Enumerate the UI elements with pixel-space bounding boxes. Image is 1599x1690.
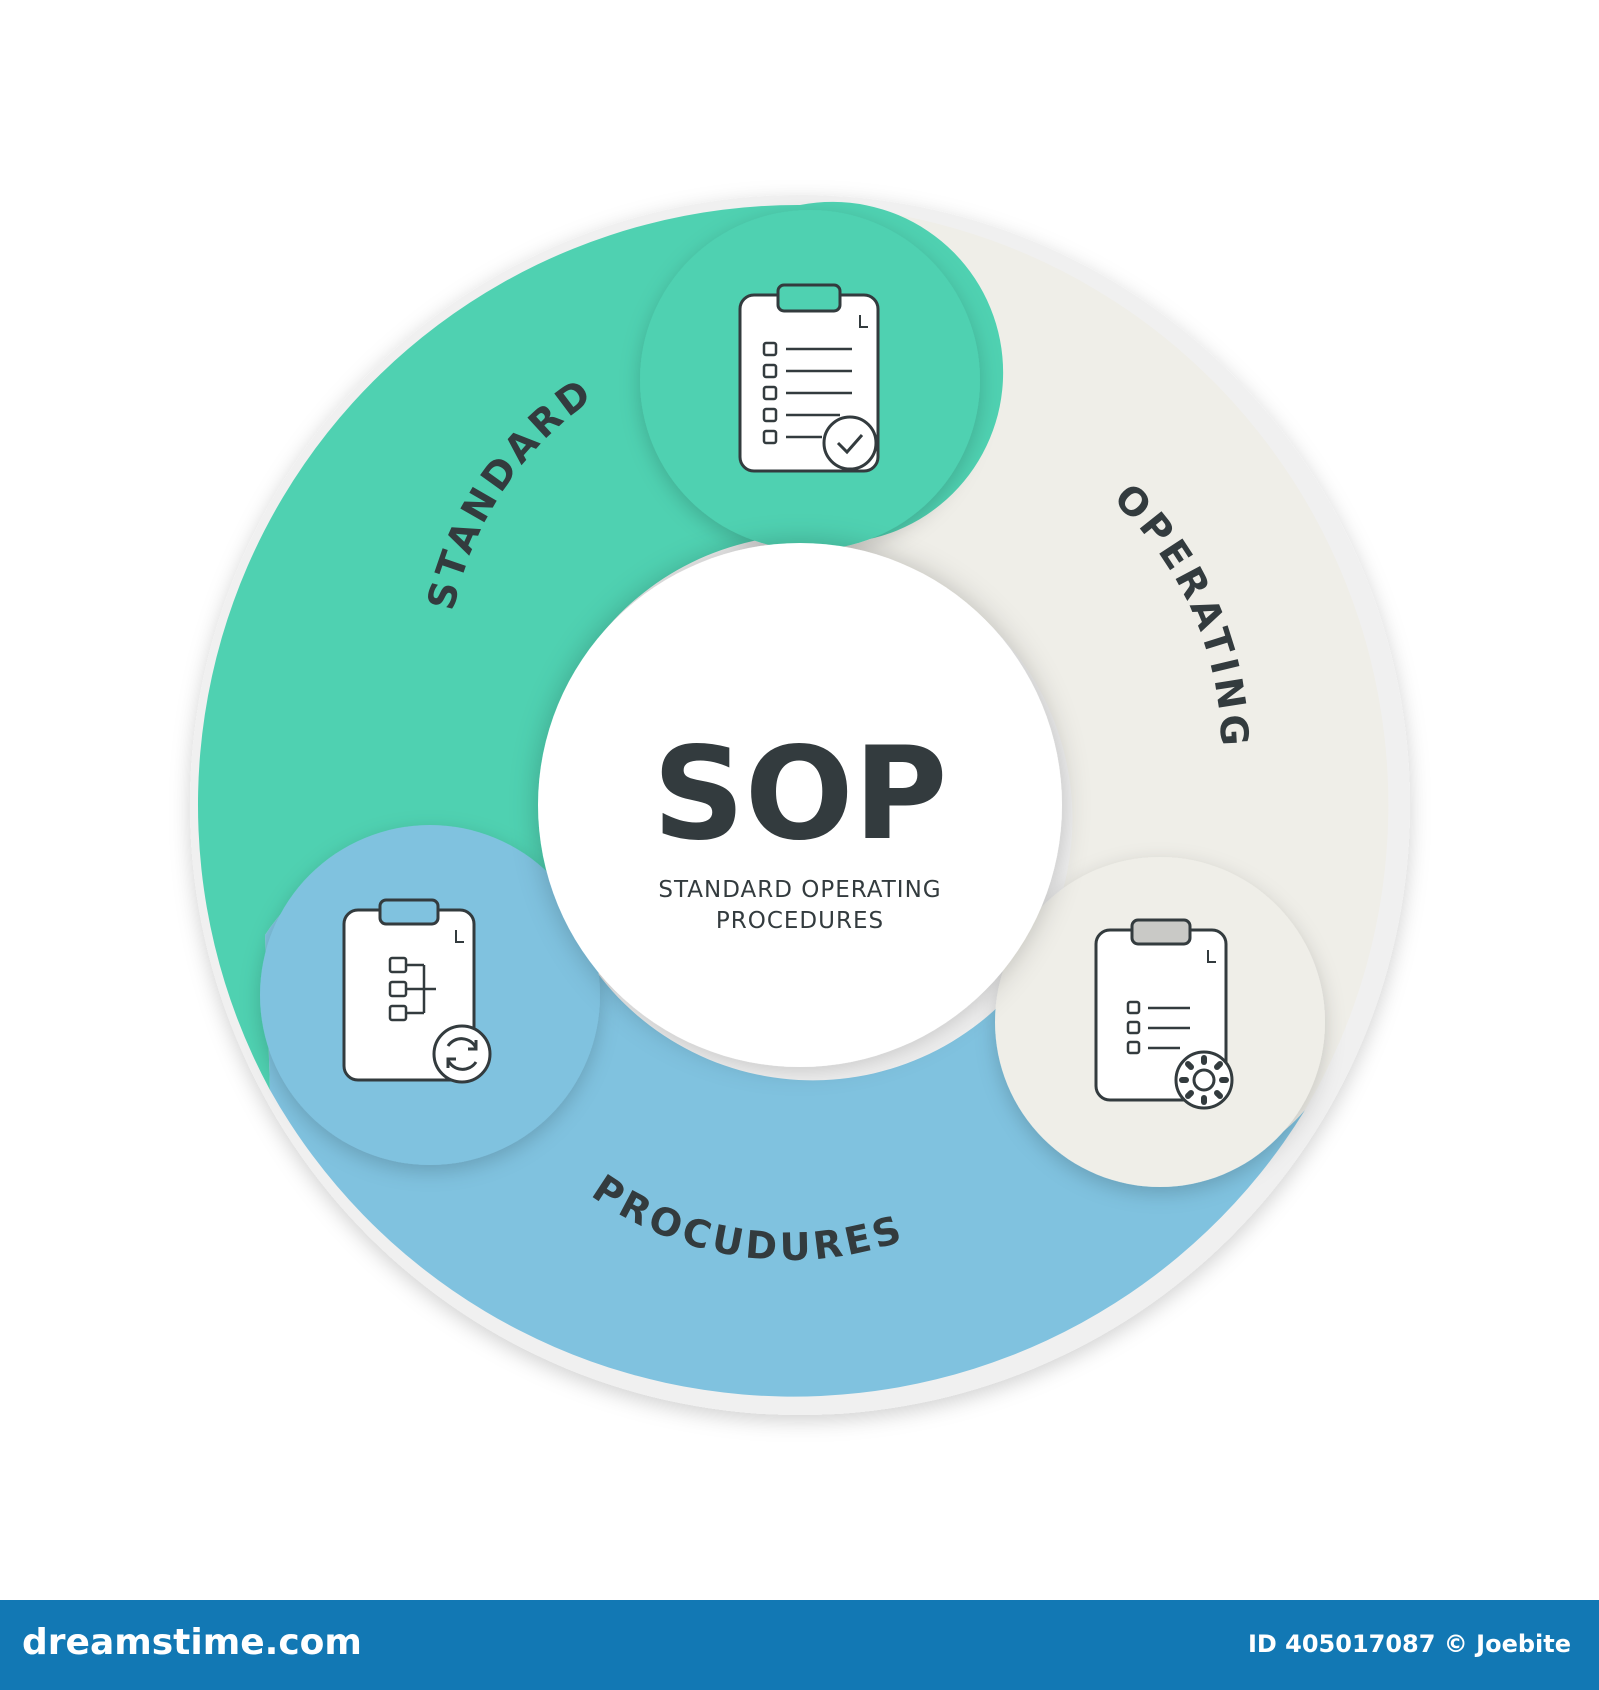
clipboard-flowchart-refresh-icon: [342, 898, 492, 1084]
clipboard-checklist-gear-icon: [1094, 918, 1234, 1110]
center-subtitle-line2: PROCEDURES: [716, 908, 884, 934]
footer-brand[interactable]: dreamstime.com: [22, 1622, 362, 1663]
sop-cycle-diagram: SOP STANDARD OPERATING PROCEDURES STANDA…: [190, 195, 1410, 1415]
footer-bar: dreamstime.com ID 405017087 © Joebite: [0, 1600, 1599, 1690]
footer-credit: ID 405017087 © Joebite: [1247, 1630, 1571, 1658]
center-subtitle-line1: STANDARD OPERATING: [658, 877, 941, 903]
clipboard-checklist-check-icon: [738, 283, 880, 473]
center-circle: [538, 543, 1062, 1067]
center-title: SOP: [653, 720, 948, 869]
